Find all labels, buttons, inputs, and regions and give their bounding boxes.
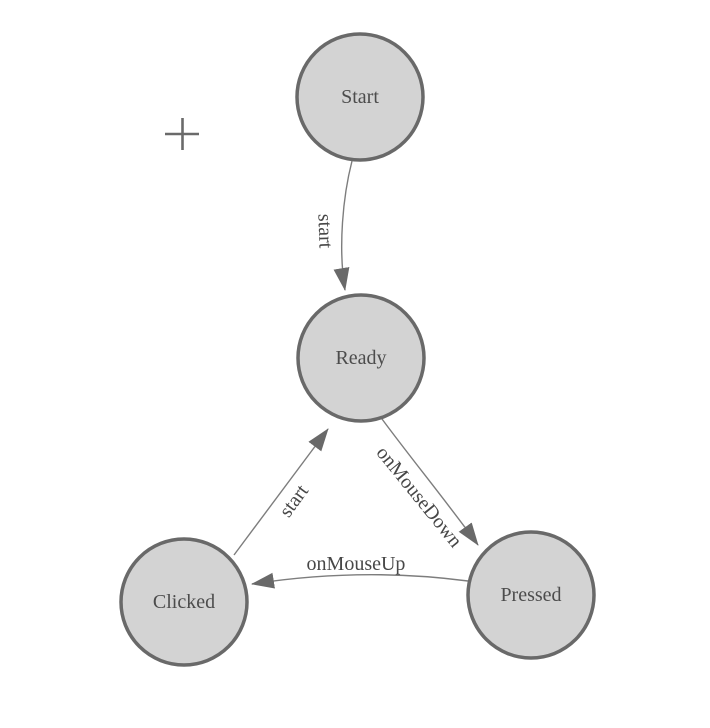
edge-label-start-1: start [313, 213, 336, 249]
plus-crosshair-icon [165, 118, 199, 150]
state-circle-clicked[interactable] [119, 537, 249, 667]
edge-ready-to-pressed[interactable]: onMouseDown [372, 418, 479, 552]
edge-clicked-to-ready[interactable]: start [233, 428, 329, 556]
edge-ready-to-pressed-line[interactable] [381, 418, 479, 546]
state-circle-start[interactable] [295, 32, 425, 162]
edge-clicked-to-ready-line[interactable] [233, 428, 329, 556]
state-label-clicked: Clicked [153, 591, 215, 613]
state-label-pressed: Pressed [500, 584, 561, 606]
state-circle-ready[interactable] [296, 293, 426, 423]
edge-pressed-to-clicked-line[interactable] [251, 572, 469, 589]
state-node-ready[interactable]: Ready [296, 293, 426, 423]
state-node-start[interactable]: Start [295, 32, 425, 162]
edge-start-to-ready-line[interactable] [333, 160, 353, 291]
state-node-pressed[interactable]: Pressed [466, 530, 596, 660]
state-node-clicked[interactable]: Clicked [119, 537, 249, 667]
edge-pressed-to-clicked[interactable]: onMouseUp [251, 553, 469, 589]
edge-label-start-2: start [275, 480, 313, 521]
edge-label-onmousedown: onMouseDown [372, 442, 467, 552]
edge-start-to-ready[interactable]: start [313, 160, 353, 291]
state-label-ready: Ready [335, 347, 386, 369]
state-label-start: Start [341, 86, 379, 108]
edge-label-onmouseup: onMouseUp [307, 553, 406, 575]
state-circle-pressed[interactable] [466, 530, 596, 660]
